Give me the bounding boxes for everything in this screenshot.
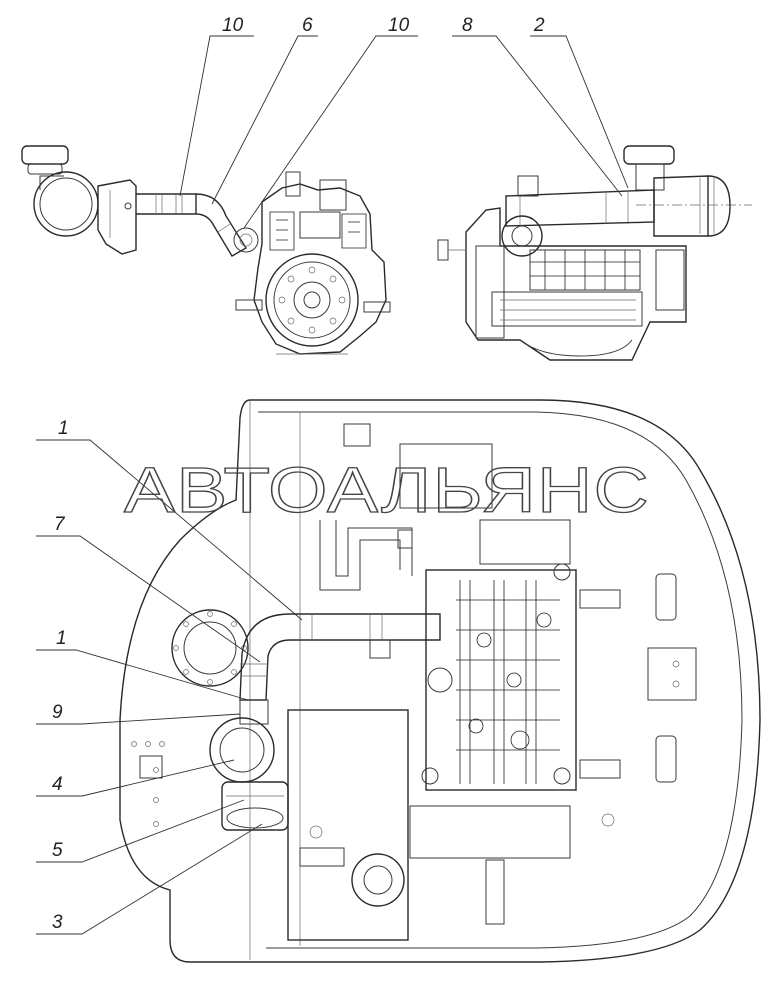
- callout-2: 2: [533, 15, 545, 36]
- callout-1-lower: 1: [56, 628, 67, 649]
- callout-leaders: [36, 35, 629, 935]
- callout-5: 5: [52, 840, 63, 861]
- tractor-plan-view: [119, 399, 761, 963]
- callout-3: 3: [52, 912, 63, 933]
- callout-7: 7: [54, 514, 66, 535]
- callout-numbers: 10 6 10 8 2 1 7 1 9 4 5 3: [52, 15, 545, 933]
- engine-front-view: [21, 145, 391, 355]
- engine-side-view: [437, 145, 752, 361]
- callout-10-right: 10: [388, 15, 410, 36]
- callout-9: 9: [52, 702, 63, 723]
- callout-8: 8: [462, 15, 473, 36]
- callout-1-upper: 1: [58, 418, 69, 439]
- callout-10-left: 10: [222, 15, 244, 36]
- watermark-text: АВТОАЛЬЯНС: [124, 454, 650, 526]
- callout-4: 4: [52, 774, 63, 795]
- callout-6: 6: [302, 15, 313, 36]
